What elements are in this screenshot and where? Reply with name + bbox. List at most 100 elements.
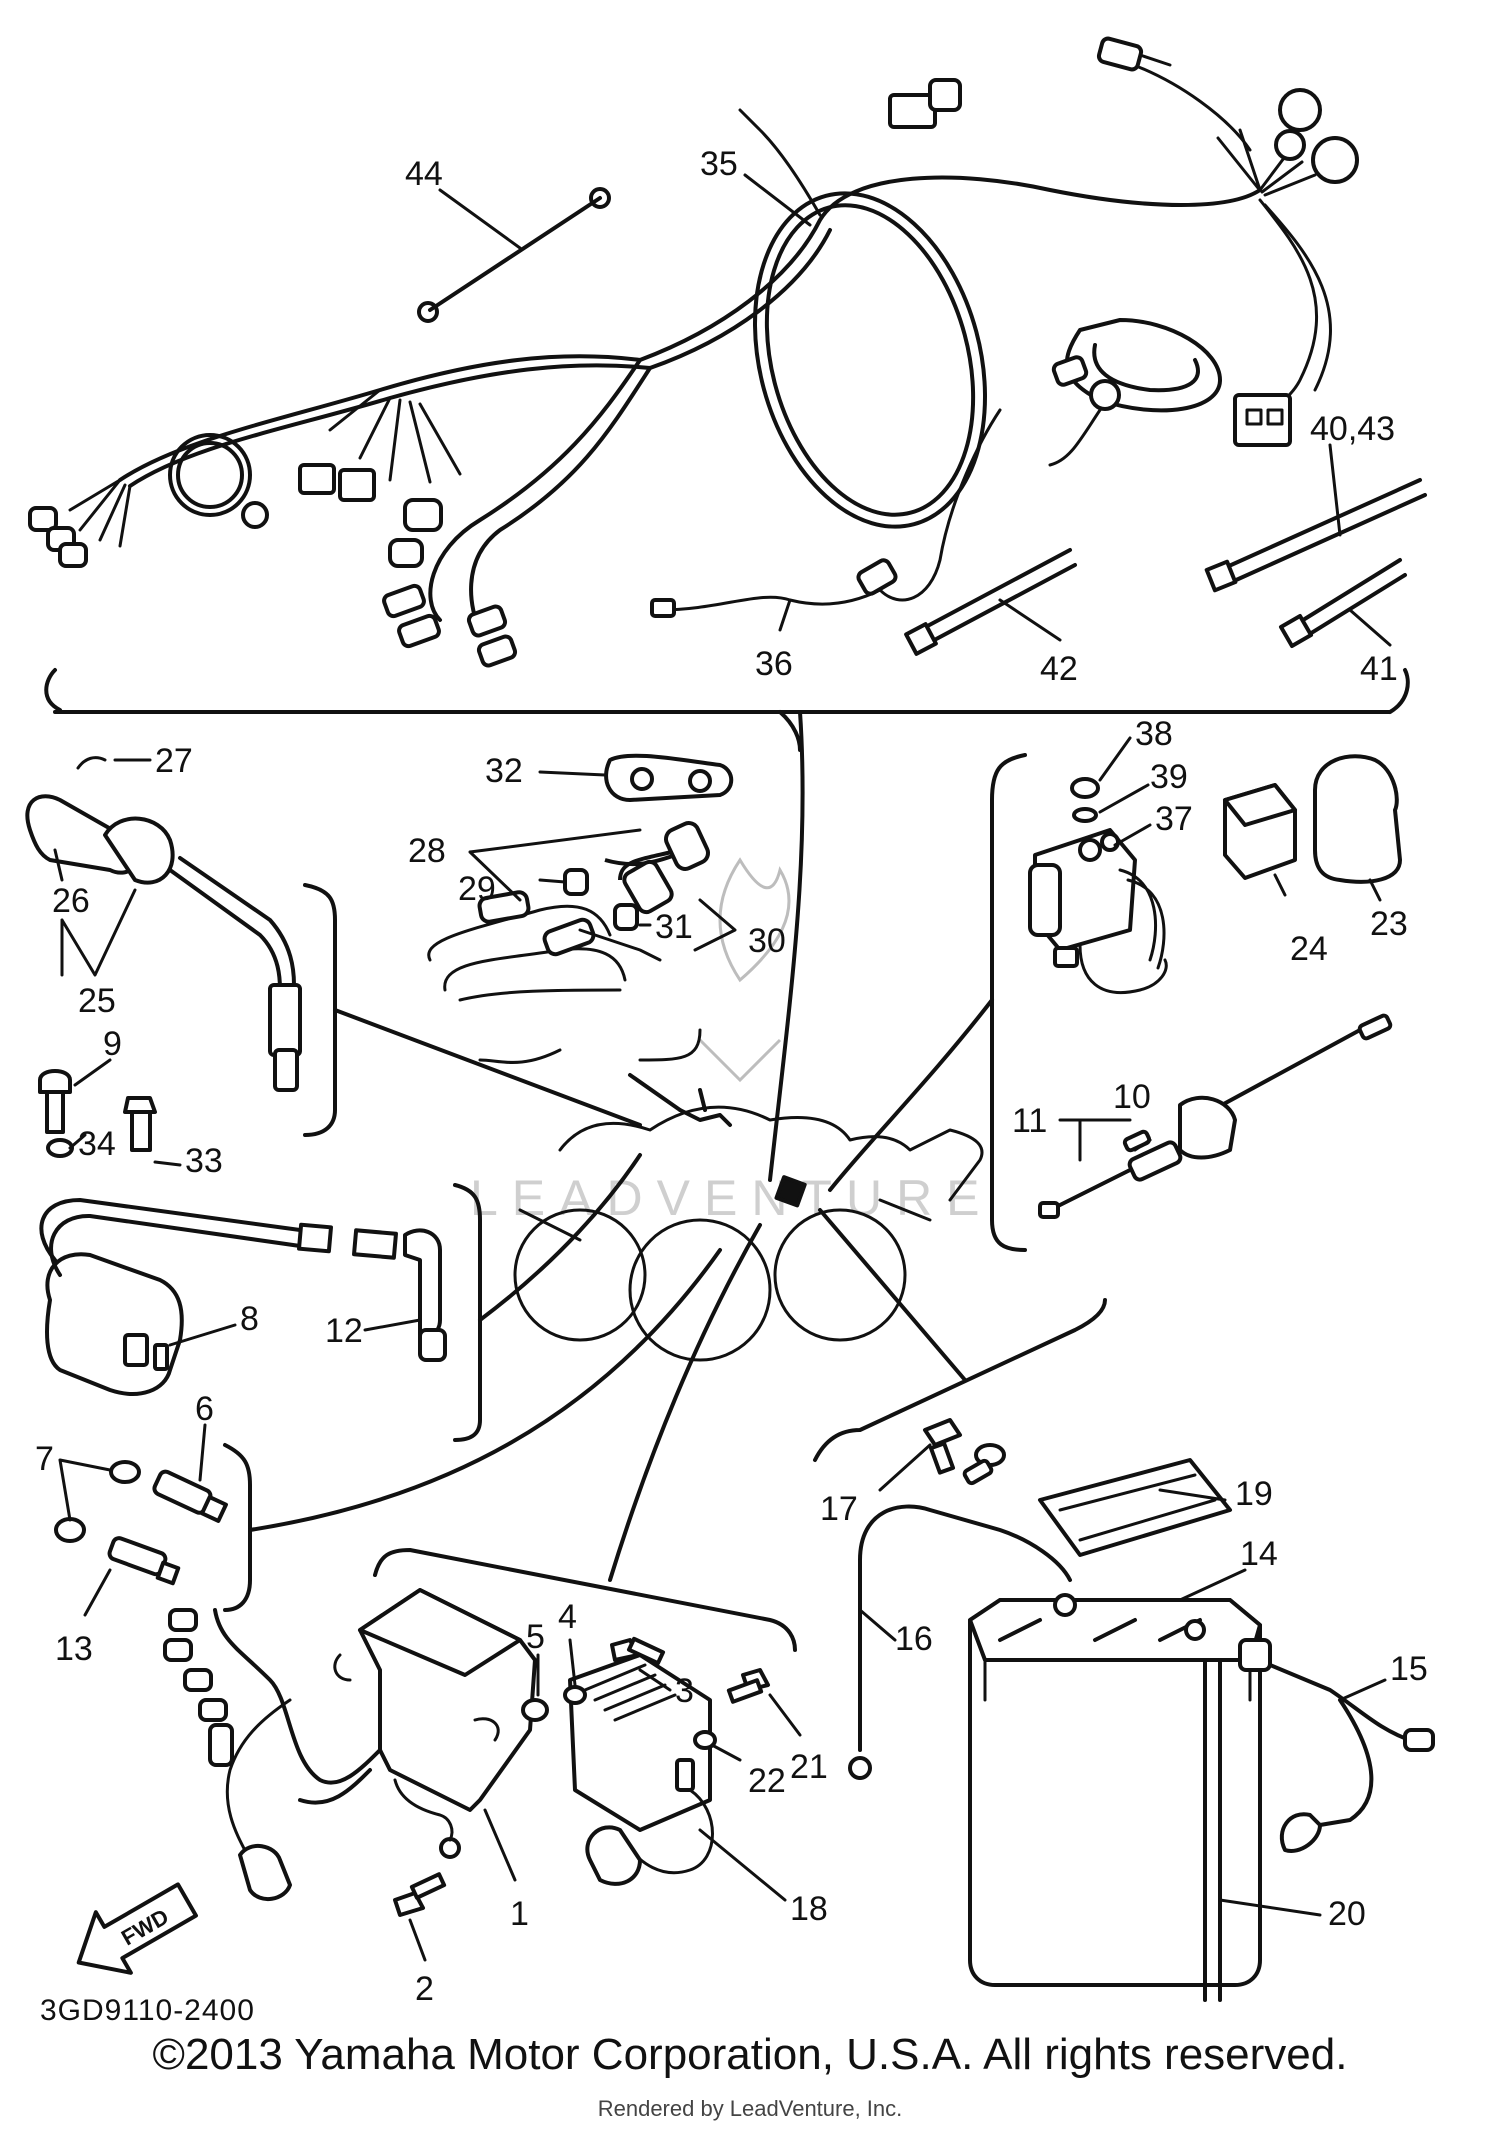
callout-31: 31 — [655, 908, 693, 946]
washer-7 — [54, 1460, 141, 1543]
callout-4: 4 — [558, 1598, 577, 1636]
callout-10: 9 — [103, 1025, 122, 1063]
starter-cable-25 — [25, 756, 302, 1092]
callout-25: 25 — [78, 982, 116, 1020]
rendered-by-text: Rendered by LeadVenture, Inc. — [597, 2096, 903, 2121]
leader-8 — [168, 1323, 237, 1347]
arrow-6 — [248, 1248, 722, 1532]
leader-2 — [408, 1918, 427, 1962]
callout-13: 13 — [55, 1630, 93, 1668]
callout-34: 10 — [1113, 1078, 1151, 1116]
callout-27: 27 — [155, 742, 193, 780]
leader-9 — [153, 1160, 182, 1167]
callout-22: 22 — [748, 1762, 786, 1800]
callout-44: 44 — [405, 155, 443, 193]
fwd-arrow: FWD — [76, 1882, 198, 1975]
bolt-9 — [123, 1096, 157, 1152]
callout-19: 19 — [1235, 1475, 1273, 1513]
callout-18: 20 — [1328, 1895, 1366, 1933]
callout-30: 30 — [748, 922, 786, 960]
positive-lead-15 — [1268, 1663, 1435, 1853]
leader-25 — [60, 888, 137, 977]
relay-cover-23 — [1313, 754, 1402, 884]
callout-37: 37 — [1155, 800, 1193, 838]
relay-box-24 — [1223, 783, 1297, 880]
callout-39: 39 — [1150, 758, 1188, 796]
leader-21 — [768, 1693, 802, 1737]
callout-40-43: 40,43 — [1310, 410, 1395, 448]
leader-36 — [778, 598, 792, 632]
leader-22 — [710, 1743, 742, 1762]
cdi-wire-lead — [163, 1608, 382, 1901]
leader-1 — [483, 1808, 517, 1882]
leader-30 — [693, 898, 737, 952]
callout-17: 17 — [820, 1490, 858, 1528]
leader-14 — [1178, 1568, 1247, 1602]
callout-41: 41 — [1360, 650, 1398, 688]
wire-harness-35 — [68, 36, 1359, 632]
callout-35: 35 — [700, 145, 738, 183]
callout-33: 11 — [1012, 1102, 1047, 1140]
callout-5: 5 — [526, 1618, 545, 1656]
copyright-text: ©2013 Yamaha Motor Corporation, U.S.A. A… — [152, 2030, 1348, 2079]
leader-15 — [1338, 1678, 1387, 1702]
rectifier-20 — [568, 1653, 714, 1886]
leader-39 — [1098, 783, 1150, 814]
arrow-harness — [768, 710, 805, 1182]
callout-26: 26 — [52, 882, 90, 920]
lead-36-terminal — [650, 598, 676, 618]
callout-7: 7 — [35, 1440, 54, 1478]
watermark-text: LEADVENTURE — [470, 1170, 994, 1226]
bracket-cdi — [373, 1548, 797, 1652]
washer-11 — [46, 1138, 74, 1158]
arrow-right — [828, 998, 994, 1192]
callout-21: 21 — [790, 1748, 828, 1786]
switch-6 — [152, 1469, 228, 1523]
harness-connectors-left — [28, 463, 898, 668]
cable-ties — [904, 478, 1427, 656]
callout-28: 28 — [408, 832, 446, 870]
callout-36: 36 — [755, 645, 793, 683]
leader-20 — [698, 1828, 787, 1902]
callout-24: 24 — [1290, 930, 1328, 968]
leader-35 — [743, 173, 812, 227]
leader-18 — [1218, 1898, 1322, 1917]
cdi-unit-1 — [333, 1588, 537, 1859]
leader-3 — [638, 1668, 672, 1692]
leader-37 — [1113, 823, 1152, 847]
leader-12 — [363, 1318, 422, 1332]
watermark-logo: LEADVENTURE — [470, 857, 994, 1226]
bolt-10 — [38, 1069, 72, 1134]
leader-16 — [858, 1608, 897, 1642]
callout-38: 38 — [1135, 715, 1173, 753]
bracket-right — [990, 753, 1027, 1252]
group-bracket-top — [44, 668, 1410, 752]
callout-32: 32 — [485, 752, 523, 790]
leader-40-43 — [1328, 443, 1342, 537]
leader-6 — [198, 1423, 207, 1482]
callout-20: 18 — [790, 1890, 828, 1928]
callout-15: 15 — [1390, 1650, 1428, 1688]
callout-2: 2 — [415, 1970, 434, 2008]
callout-14: 14 — [1240, 1535, 1278, 1573]
bolts-2-3-21 — [393, 1636, 770, 1917]
bracket-25 — [303, 883, 337, 1137]
leader-44 — [438, 188, 522, 250]
leader-24 — [1273, 873, 1287, 897]
callout-29: 29 — [458, 870, 496, 908]
leader-4 — [568, 1638, 577, 1687]
frame-outline — [513, 1088, 984, 1362]
leader-41 — [1348, 608, 1392, 647]
callout-12: 12 — [325, 1312, 363, 1350]
battery-bolts-17 — [923, 1418, 1006, 1486]
leader-11 — [68, 1133, 87, 1150]
leader-17 — [878, 1443, 932, 1492]
starter-relay-37 — [1028, 777, 1168, 995]
negative-lead-16 — [848, 1504, 1072, 1780]
arrow-8 — [478, 1153, 642, 1322]
ground-lead-44 — [417, 187, 611, 323]
leader-23 — [1368, 878, 1382, 902]
callout-1: 1 — [510, 1895, 529, 1933]
leader-34 — [1133, 1138, 1152, 1152]
